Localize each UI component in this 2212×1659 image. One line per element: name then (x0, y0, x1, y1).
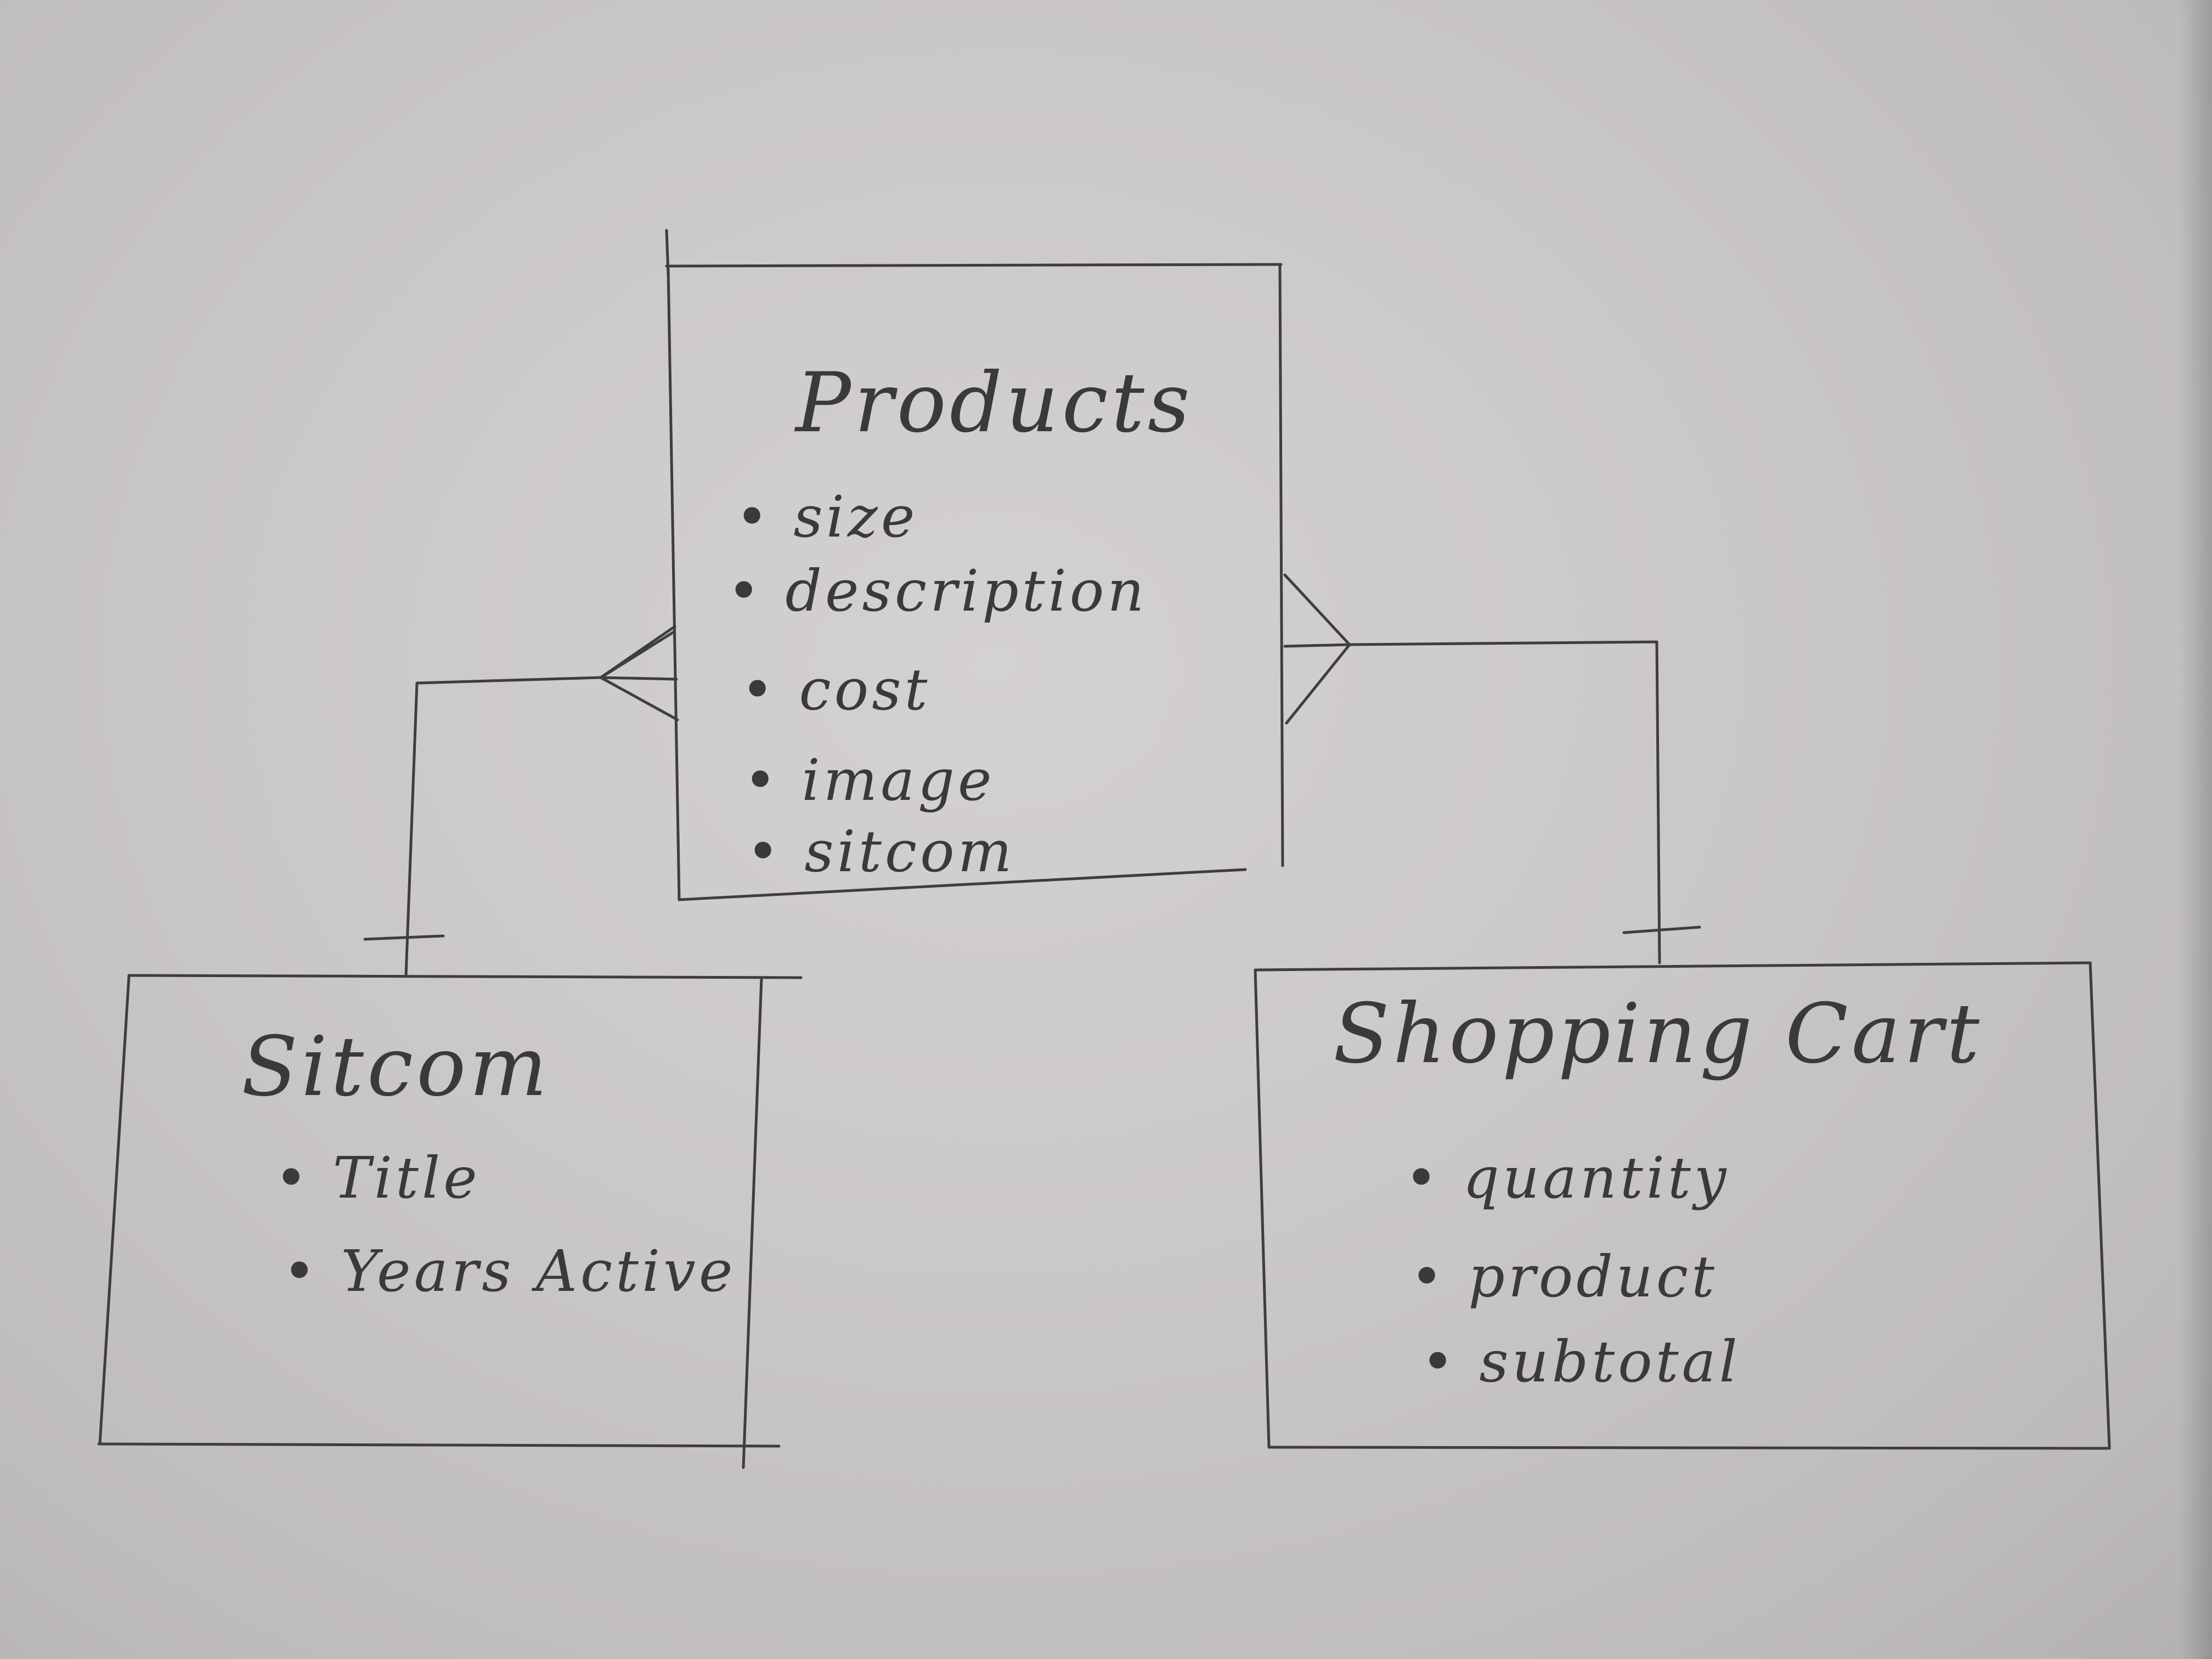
cart-attr-subtotal: • subtotal (1421, 1328, 1741, 1395)
bullet: • (741, 656, 778, 723)
shopping-cart-box (1254, 961, 2111, 1450)
products-attr-cost: • cost (741, 656, 931, 723)
sitcom-attr-years-active: • Years Active (283, 1238, 736, 1305)
one-cardinality-mark (363, 934, 445, 941)
bullet: • (283, 1238, 320, 1305)
bullet: • (746, 818, 783, 885)
bullet: • (735, 483, 772, 550)
sitcom-products-relationship (363, 625, 679, 977)
crows-foot-lower (599, 676, 679, 721)
cart-products-relationship (1283, 573, 1701, 964)
products-attr-description: • description (727, 557, 1148, 624)
products-attr-size: • size (735, 483, 918, 550)
cart-attr-quantity: • quantity (1404, 1144, 1730, 1211)
crows-foot-lower (1285, 643, 1351, 725)
sitcom-box (97, 974, 803, 1469)
bullet: • (727, 557, 764, 624)
bullet: • (1421, 1328, 1458, 1395)
crows-foot-middle (1283, 643, 1351, 648)
products-attr-sitcom: • sitcom (746, 818, 1015, 885)
shopping-cart-title: Shopping Cart (1333, 986, 1983, 1082)
bullet: • (274, 1144, 312, 1211)
bullet: • (1404, 1144, 1442, 1211)
crows-foot-middle (599, 676, 678, 681)
paper-edge-shadow (2179, 0, 2212, 1659)
one-cardinality-mark (1622, 926, 1701, 934)
products-attr-image: • image (743, 747, 995, 814)
products-box (665, 229, 1284, 901)
crows-foot-upper (1283, 573, 1351, 646)
sitcom-attr-title: • Title (274, 1144, 481, 1211)
cart-attr-product: • product (1410, 1243, 1718, 1310)
bullet: • (743, 747, 781, 814)
sitcom-title: Sitcom (241, 1019, 551, 1115)
bullet: • (1410, 1243, 1447, 1310)
products-title: Products (795, 356, 1193, 451)
